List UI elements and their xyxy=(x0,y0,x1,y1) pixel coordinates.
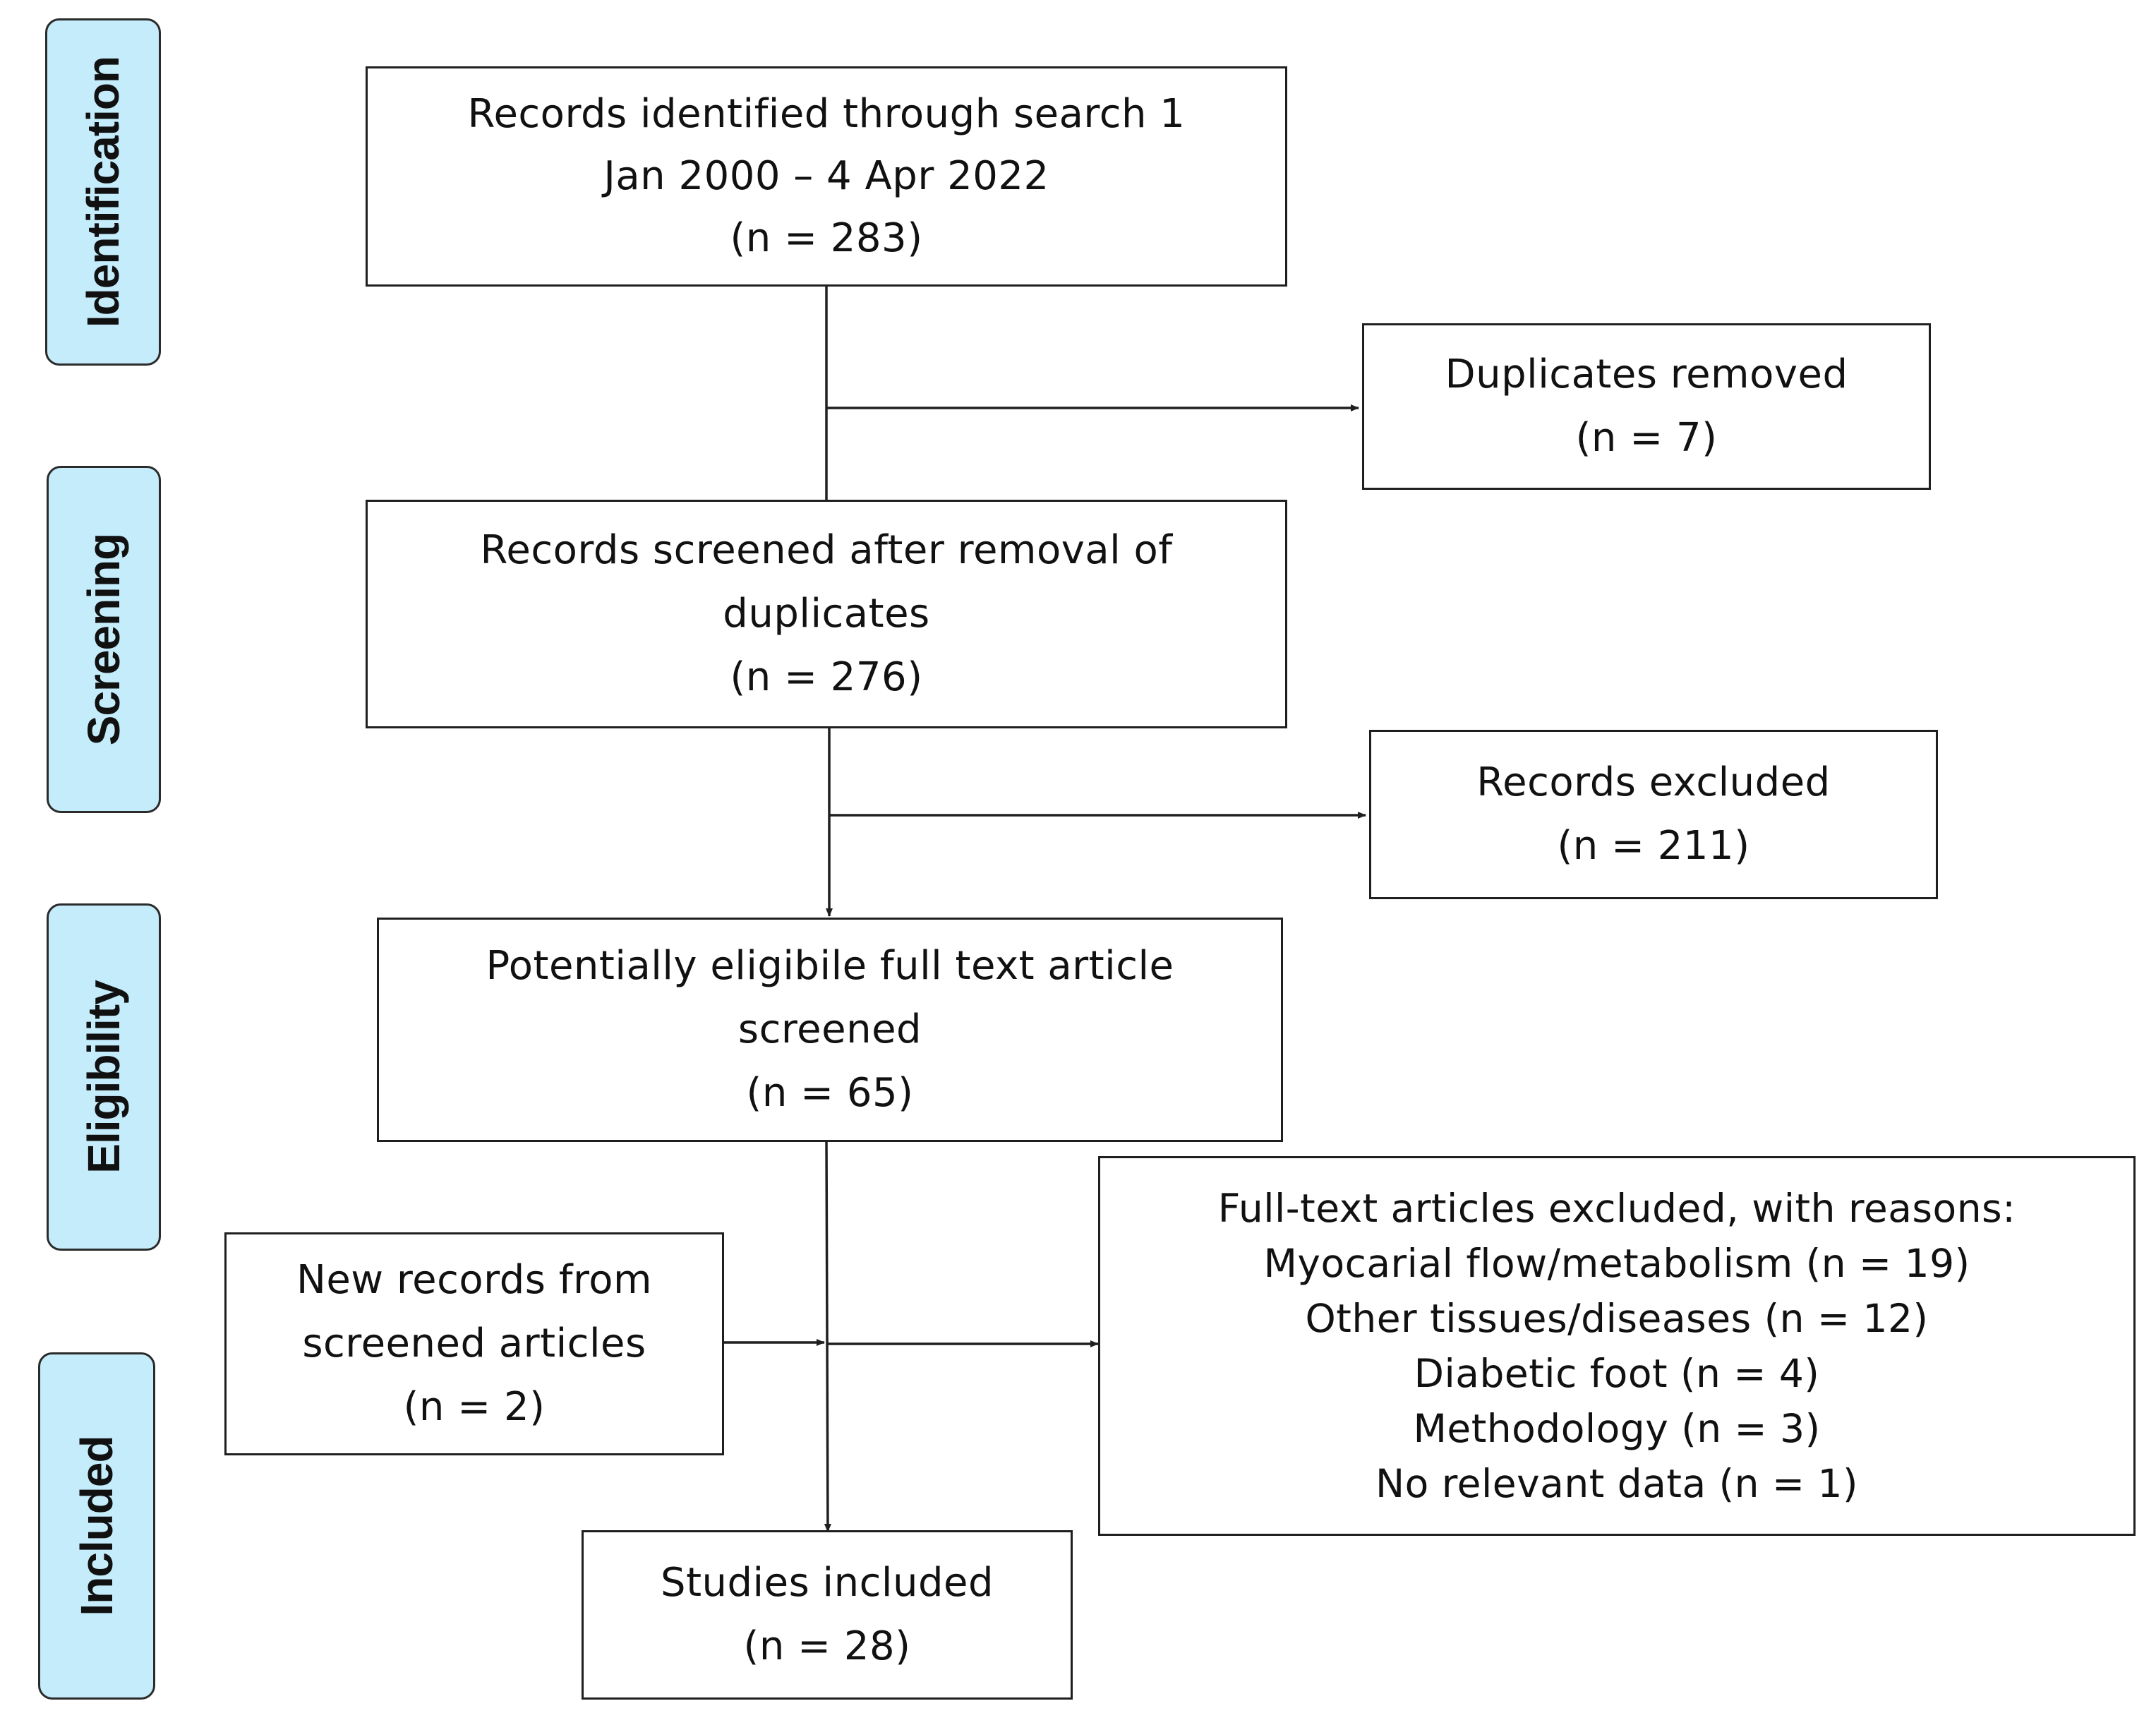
new-records-line2: screened articles xyxy=(302,1321,646,1366)
arrow-eligible-to-included xyxy=(824,1139,831,1532)
records-excluded-count: (n = 211) xyxy=(1557,823,1750,869)
phase-screening-label: Screening xyxy=(47,466,161,813)
records-screened-line2: duplicates xyxy=(723,591,930,637)
exclusion-reason-item: Myocarial flow/metabolism (n = 19) xyxy=(1263,1241,1970,1286)
eligible-fulltext-line2: screened xyxy=(737,1006,922,1052)
studies-included-box: Studies included (n = 28) xyxy=(582,1530,1073,1700)
records-screened-count: (n = 276) xyxy=(730,654,923,700)
phase-eligibility-label: Eligibility xyxy=(47,903,161,1251)
records-excluded-box: Records excluded (n = 211) xyxy=(1369,730,1938,899)
exclusion-reason-item: No relevant data (n = 1) xyxy=(1375,1461,1858,1506)
eligible-fulltext-box: Potentially eligibile full text article … xyxy=(377,918,1283,1142)
fulltext-excluded-box: Full-text articles excluded, with reason… xyxy=(1098,1156,2136,1536)
exclusion-reason-item: Diabetic foot (n = 4) xyxy=(1414,1351,1820,1396)
phase-included-label: Included xyxy=(38,1352,155,1700)
studies-included-label: Studies included xyxy=(661,1560,994,1606)
phase-identification-label: Identification xyxy=(45,18,161,366)
exclusion-reason-item: Methodology (n = 3) xyxy=(1413,1406,1821,1451)
records-screened-box: Records screened after removal of duplic… xyxy=(366,500,1287,728)
eligible-fulltext-line1: Potentially eligibile full text article xyxy=(486,943,1174,989)
studies-included-count: (n = 28) xyxy=(743,1623,911,1669)
records-excluded-label: Records excluded xyxy=(1476,759,1831,805)
exclusion-reason-item: Other tissues/diseases (n = 12) xyxy=(1305,1296,1929,1341)
records-identified-box: Records identified through search 1 Jan … xyxy=(366,66,1287,287)
records-identified-count: (n = 283) xyxy=(730,215,923,261)
new-records-line1: New records from xyxy=(296,1257,653,1303)
new-records-box: New records from screened articles (n = … xyxy=(224,1232,724,1455)
fulltext-excluded-heading: Full-text articles excluded, with reason… xyxy=(1217,1186,2016,1231)
records-identified-line1: Records identified through search 1 xyxy=(467,91,1186,137)
duplicates-removed-label: Duplicates removed xyxy=(1445,351,1848,397)
records-identified-line2: Jan 2000 – 4 Apr 2022 xyxy=(603,153,1049,199)
duplicates-removed-box: Duplicates removed (n = 7) xyxy=(1362,323,1931,490)
records-screened-line1: Records screened after removal of xyxy=(480,527,1173,573)
new-records-count: (n = 2) xyxy=(403,1384,546,1430)
eligible-fulltext-count: (n = 65) xyxy=(746,1070,914,1116)
duplicates-removed-count: (n = 7) xyxy=(1575,415,1718,461)
